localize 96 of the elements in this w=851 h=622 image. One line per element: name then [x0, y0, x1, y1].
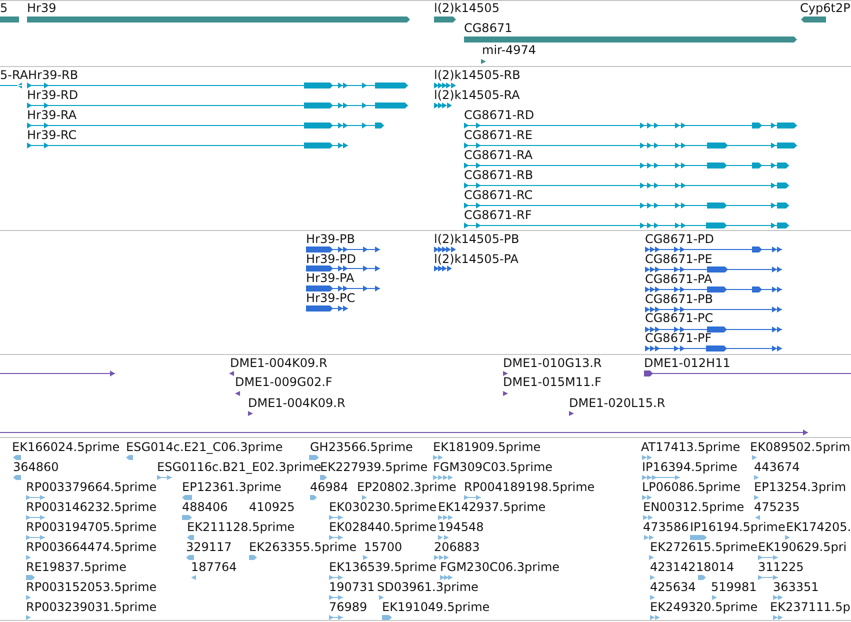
est-label: 473586	[643, 520, 689, 534]
gene-label: l(2)k14505	[434, 1, 500, 15]
est-label: EN00312.5prime	[643, 500, 744, 514]
protein-label: Hr39-PC	[306, 291, 356, 305]
est-label: RP003194705.5prime	[26, 520, 157, 534]
gene-label: 5	[0, 1, 8, 15]
est-label: IP16194.5prime	[690, 520, 786, 534]
est-label: 46984	[310, 480, 348, 494]
est-label: 364860	[13, 460, 59, 474]
clone-label: DME1-015M11.F	[503, 375, 602, 389]
protein-label: CG8671-PE	[645, 252, 712, 266]
est-label: EK249320.5prime	[650, 600, 758, 614]
est-label: 76989	[329, 600, 368, 614]
est-label: AT17413.5prime	[641, 440, 740, 454]
transcript-label: Hr39-RA	[27, 108, 77, 122]
est-label: IP16394.5prime	[642, 460, 738, 474]
protein-label: CG8671-PF	[645, 331, 712, 345]
est-label: ESG014c.E21_C06.3prime	[126, 440, 283, 454]
transcript-label: CG8671-RF	[464, 208, 532, 222]
est-label: 488406	[182, 500, 228, 514]
est-label: 15700	[364, 540, 402, 554]
gene-label: Hr39	[27, 1, 56, 15]
transcript-label: CG8671-RC	[464, 188, 533, 202]
transcript-label: CG8671-RA	[464, 148, 533, 162]
est-label: RP003152053.5prime	[26, 580, 157, 594]
est-label: EK136539.5prime	[329, 560, 437, 574]
est-label: 329117	[186, 540, 232, 554]
transcript-label: CG8671-RB	[464, 168, 534, 182]
clone-label: DME1-004K09.R	[248, 396, 346, 410]
est-label: RP003146232.5prime	[26, 500, 157, 514]
est-label: EK211128.5prime	[187, 520, 295, 534]
clone-label: DME1-020L15.R	[569, 396, 666, 410]
transcript-label: l(2)k14505-RB	[434, 68, 520, 82]
clone-label: DME1-012H11	[644, 356, 730, 370]
est-label: FGM230C06.3prime	[440, 560, 560, 574]
clone-label: DME1-010G13.R	[503, 356, 602, 370]
est-label: LP06086.5prime	[642, 480, 741, 494]
protein-label: l(2)k14505-PB	[434, 232, 520, 246]
est-label: EK089502.5prim	[750, 440, 850, 454]
transcript-label: Hr39-RB	[28, 68, 78, 82]
transcript-label: 5-RA	[0, 68, 28, 82]
est-label: GH23566.5prime	[310, 440, 413, 454]
est-label: 311225	[758, 560, 804, 574]
est-label: 206883	[434, 540, 480, 554]
est-label: EK166024.5prime	[12, 440, 120, 454]
protein-label: Hr39-PB	[306, 232, 356, 246]
transcript-label: l(2)k14505-RA	[434, 88, 520, 102]
est-label: 187764	[191, 560, 237, 574]
est-label: SD03961.3prime	[377, 580, 478, 594]
est-label: ESG0116c.B21_E02.3prime	[157, 460, 322, 474]
est-label: EP12361.3prime	[182, 480, 282, 494]
transcript-label: CG8671-RD	[464, 108, 534, 122]
protein-label: Hr39-PD	[306, 252, 356, 266]
protein-label: CG8671-PA	[645, 272, 712, 286]
est-label: RP004189198.5prime	[464, 480, 595, 494]
est-label: 18014	[696, 560, 734, 574]
clone-label: DME1-009G02.F	[235, 375, 332, 389]
protein-label: l(2)k14505-PA	[434, 252, 518, 266]
est-label: 475235	[754, 500, 800, 514]
est-label: 194548	[438, 520, 484, 534]
est-label: EK142937.5prime	[438, 500, 546, 514]
protein-label: Hr39-PA	[306, 271, 354, 285]
protein-label: CG8671-PB	[645, 292, 714, 306]
est-label: EK263355.5prime	[249, 540, 357, 554]
est-label: 519981	[711, 580, 757, 594]
transcript-label: Hr39-RC	[27, 128, 77, 142]
gene-label: Cyp6t2P	[800, 1, 850, 15]
est-label: RP003664474.5prime	[26, 540, 157, 554]
transcript-label: Hr39-RD	[27, 88, 78, 102]
est-label: 443674	[754, 460, 800, 474]
gene-label: mir-4974	[482, 43, 536, 57]
transcript-label: CG8671-RE	[464, 128, 532, 142]
est-label: EP13254.3prim	[754, 480, 846, 494]
est-label: 190731	[329, 580, 375, 594]
est-label: EK030230.5prime	[329, 500, 437, 514]
est-label: EK191049.5prime	[382, 600, 490, 614]
protein-label: CG8671-PD	[645, 232, 714, 246]
est-label: EK181909.5prime	[433, 440, 541, 454]
est-label: 363351	[773, 580, 819, 594]
est-label: RP003239031.5prime	[26, 600, 157, 614]
est-label: 425634	[650, 580, 696, 594]
protein-label: CG8671-PC	[645, 311, 714, 325]
est-label: EK272615.5prime	[650, 540, 758, 554]
gene-label: CG8671	[464, 21, 512, 35]
clone-label: DME1-004K09.R	[230, 356, 328, 370]
est-label: EK174205.	[786, 520, 851, 534]
est-label: EK237111.5p	[770, 600, 850, 614]
est-label: 410925	[249, 500, 295, 514]
est-label: FGM309C03.5prime	[433, 460, 553, 474]
est-label: RP003379664.5prime	[26, 480, 157, 494]
est-label: 423142	[650, 560, 696, 574]
est-label: EK190629.5pri	[758, 540, 847, 554]
est-label: EK227939.5prime	[320, 460, 428, 474]
est-label: EP20802.3prime	[357, 480, 456, 494]
est-label: RE19837.5prime	[26, 560, 126, 574]
est-label: EK028440.5prime	[329, 520, 437, 534]
